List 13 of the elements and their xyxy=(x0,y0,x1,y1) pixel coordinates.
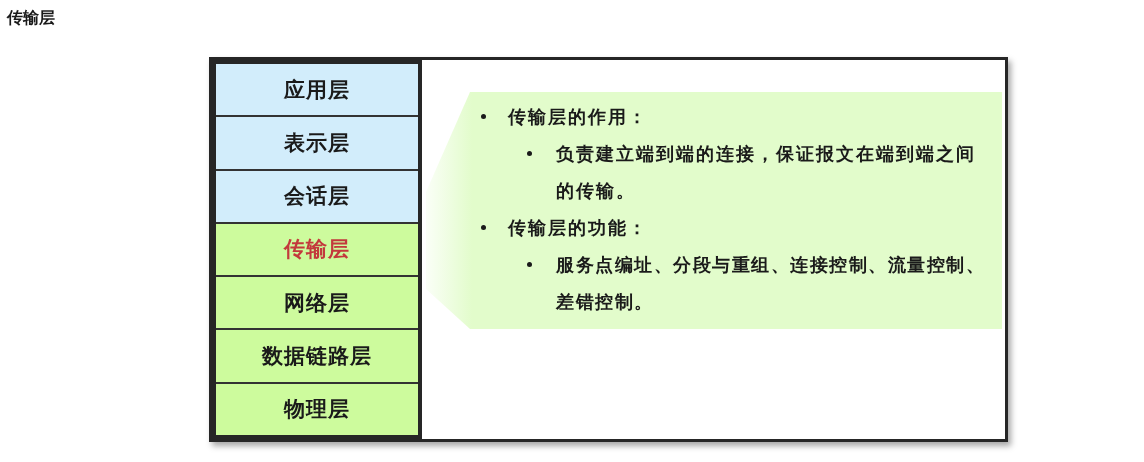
protocol-layer: 传输层 xyxy=(216,223,418,278)
protocol-layer: 数据链路层 xyxy=(216,330,418,384)
list-heading: 传输层的作用： xyxy=(508,105,649,129)
protocol-layer: 网络层 xyxy=(216,277,418,331)
protocol-layer: 应用层 xyxy=(216,64,418,118)
protocol-layer: 表示层 xyxy=(216,117,418,171)
list-item-text: 负责建立端到端的连接，保证报文在端到端之间的传输。 xyxy=(556,142,977,203)
list-heading: 传输层的功能： xyxy=(508,216,649,240)
protocol-layer: 会话层 xyxy=(216,170,418,224)
protocol-layer: 物理层 xyxy=(216,383,418,435)
page-title: 传输层 xyxy=(7,7,55,29)
list-item-text: 服务点编址、分段与重组、连接控制、流量控制、差错控制。 xyxy=(556,253,986,314)
callout-panel xyxy=(426,92,1002,329)
